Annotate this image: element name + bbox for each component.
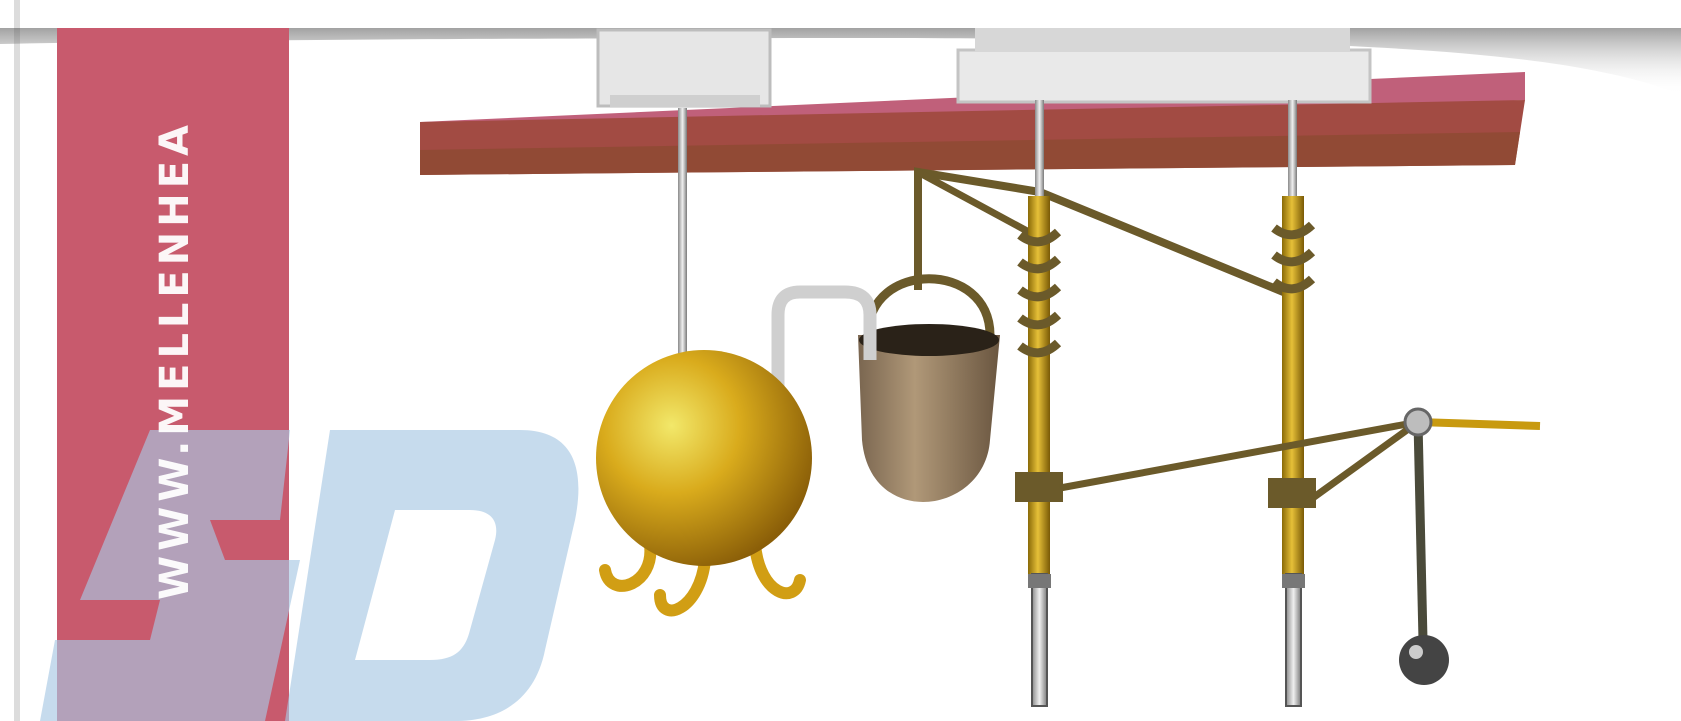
- hanging-box: [598, 30, 770, 106]
- counterweight-ball: [1399, 635, 1449, 685]
- clamp-right: [1268, 478, 1316, 508]
- cross-string: [1060, 422, 1418, 500]
- hanging-pot: [858, 335, 1000, 502]
- brass-column-right: [1282, 196, 1304, 574]
- platform-rod-left: [1035, 100, 1044, 196]
- lower-rod-left: [1032, 574, 1047, 706]
- pivot: [1405, 409, 1431, 435]
- brass-column-left: [1028, 196, 1050, 574]
- clamp-left: [1015, 472, 1063, 502]
- side-banner-text: WWW.MELLENHEA: [152, 120, 198, 600]
- right-platform: [958, 50, 1370, 102]
- string-frame: [918, 172, 1298, 298]
- platform-rod-right: [1288, 100, 1297, 196]
- page-border-left: [14, 0, 20, 721]
- lower-rod-right: [1286, 574, 1301, 706]
- pendulum-right-string: [1418, 422, 1540, 426]
- brass-sphere: [596, 350, 812, 566]
- pendulum-arm: [1418, 422, 1423, 640]
- watermark-d: [285, 430, 578, 721]
